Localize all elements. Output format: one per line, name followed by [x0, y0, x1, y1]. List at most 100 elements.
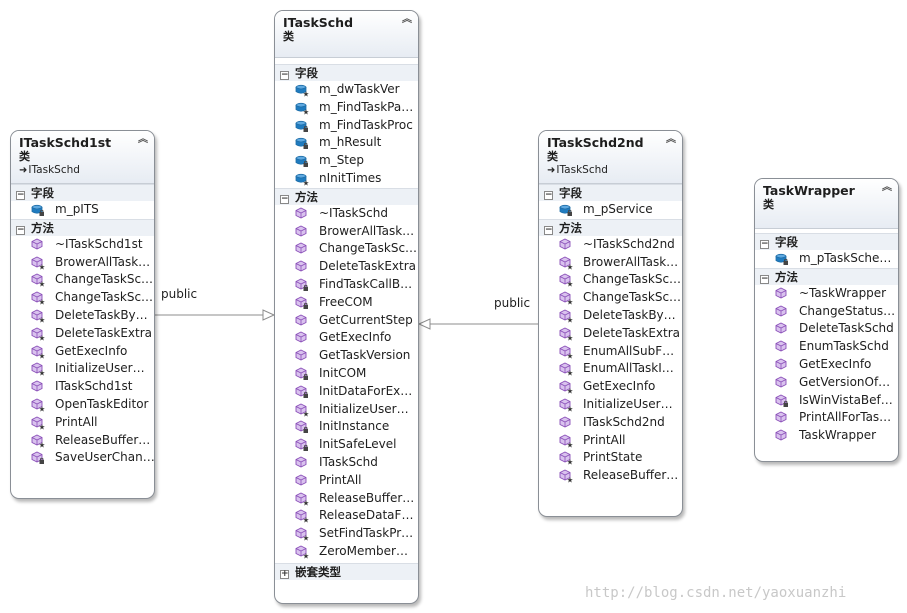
method-item[interactable]: InitializeUser… — [539, 396, 682, 414]
method-item[interactable]: FreeCOM — [275, 294, 418, 312]
method-item[interactable]: BrowerAllTask… — [275, 223, 418, 241]
collapse-icon[interactable]: ︽ — [882, 182, 892, 193]
section-header[interactable]: −字段 — [275, 64, 418, 81]
method-item[interactable]: InitInstance — [275, 418, 418, 436]
field-item[interactable]: m_pService — [539, 201, 682, 219]
section-header[interactable]: −字段 — [11, 184, 154, 201]
class-header[interactable]: ITaskSchd1st 类 ➜ITaskSchd ︽ — [11, 131, 154, 184]
collapse-section-icon[interactable]: − — [280, 193, 289, 204]
method-item[interactable]: InitSafeLevel — [275, 436, 418, 454]
class-header[interactable]: ITaskSchd2nd 类 ➜ITaskSchd ︽ — [539, 131, 682, 184]
method-item[interactable]: ~ITaskSchd — [275, 205, 418, 223]
member-name: ReleaseBuffer… — [319, 490, 415, 505]
collapse-section-icon[interactable]: − — [544, 190, 553, 200]
method-item[interactable]: PrintAll — [275, 472, 418, 490]
method-item[interactable]: ITaskSchd1st — [11, 378, 154, 396]
collapse-section-icon[interactable]: − — [16, 190, 25, 200]
section-header-nested-types[interactable]: +嵌套类型 — [275, 562, 418, 580]
method-item[interactable]: EnumAllSubF… — [539, 343, 682, 361]
method-item[interactable]: GetCurrentStep — [275, 312, 418, 330]
collapse-icon[interactable]: ︽ — [402, 14, 412, 25]
field-item[interactable]: nInitTimes — [275, 170, 418, 188]
method-icon — [295, 278, 308, 291]
field-item[interactable]: m_Step — [275, 152, 418, 170]
method-item[interactable]: ITaskSchd — [275, 454, 418, 472]
method-item[interactable]: ChangeTaskSc… — [539, 271, 682, 289]
method-item[interactable]: PrintAll — [11, 414, 154, 432]
method-item[interactable]: ~TaskWrapper — [755, 285, 898, 303]
field-item[interactable]: m_FindTaskProc — [275, 117, 418, 135]
field-item[interactable]: m_FindTaskPa… — [275, 99, 418, 117]
section-header[interactable]: −方法 — [275, 187, 418, 205]
method-item[interactable]: DeleteTaskExtra — [11, 325, 154, 343]
method-item[interactable]: FindTaskCallB… — [275, 276, 418, 294]
method-item[interactable]: SaveUserChan… — [11, 449, 154, 467]
method-item[interactable]: DeleteTaskBy… — [539, 307, 682, 325]
section-header[interactable]: −字段 — [755, 233, 898, 250]
field-item[interactable]: m_hResult — [275, 134, 418, 152]
method-item[interactable]: ~ITaskSchd1st — [11, 236, 154, 254]
method-icon — [559, 345, 573, 359]
method-item[interactable]: PrintAll — [539, 432, 682, 450]
member-name: ReleaseBuffer… — [583, 468, 679, 483]
class-header[interactable]: ITaskSchd 类 ︽ — [275, 11, 418, 58]
collapse-icon[interactable]: ︽ — [138, 134, 148, 145]
method-item[interactable]: EnumTaskSchd — [755, 338, 898, 356]
member-name: OpenTaskEditor — [55, 396, 149, 411]
method-item[interactable]: ZeroMember… — [275, 543, 418, 561]
method-item[interactable]: InitCOM — [275, 365, 418, 383]
method-item[interactable]: TaskWrapper — [755, 427, 898, 445]
expand-icon[interactable]: + — [280, 568, 289, 579]
method-item[interactable]: BrowerAllTask… — [11, 254, 154, 272]
method-item[interactable]: ReleaseBuffer… — [275, 490, 418, 508]
section-header[interactable]: −方法 — [11, 218, 154, 236]
method-item[interactable]: ChangeStatus… — [755, 303, 898, 321]
method-item[interactable]: SetFindTaskPr… — [275, 525, 418, 543]
method-item[interactable]: ChangeTaskSc… — [11, 271, 154, 289]
field-item[interactable]: m_pITS — [11, 201, 154, 219]
method-item[interactable]: InitializeUser… — [275, 401, 418, 419]
collapse-section-icon[interactable]: − — [16, 224, 25, 235]
method-item[interactable]: GetTaskVersion — [275, 347, 418, 365]
method-item[interactable]: ~ITaskSchd2nd — [539, 236, 682, 254]
method-item[interactable]: ReleaseDataF… — [275, 507, 418, 525]
class-header[interactable]: TaskWrapper 类 ︽ — [755, 179, 898, 229]
collapse-icon[interactable]: ︽ — [666, 134, 676, 145]
collapse-section-icon[interactable]: − — [280, 70, 289, 80]
method-item[interactable]: InitDataForEx… — [275, 383, 418, 401]
method-item[interactable]: InitializeUser… — [11, 360, 154, 378]
method-item[interactable]: DeleteTaskBy… — [11, 307, 154, 325]
method-item[interactable]: GetExecInfo — [11, 343, 154, 361]
field-item[interactable]: m_pTaskSche… — [755, 250, 898, 268]
method-item[interactable]: IsWinVistaBef… — [755, 392, 898, 410]
collapse-section-icon[interactable]: − — [544, 224, 553, 235]
section-header[interactable]: −方法 — [539, 218, 682, 236]
method-item[interactable]: GetVersionOf… — [755, 374, 898, 392]
method-item[interactable]: ReleaseBuffer… — [11, 432, 154, 450]
method-item[interactable]: DeleteTaskExtra — [275, 258, 418, 276]
method-item[interactable]: DeleteTaskExtra — [539, 325, 682, 343]
method-item[interactable]: ChangeTaskSc… — [539, 289, 682, 307]
method-item[interactable]: GetExecInfo — [275, 329, 418, 347]
method-item[interactable]: PrintAllForTas… — [755, 409, 898, 427]
section-header[interactable]: −字段 — [539, 184, 682, 201]
method-item[interactable]: DeleteTaskSchd — [755, 320, 898, 338]
method-item[interactable]: GetExecInfo — [539, 378, 682, 396]
method-item[interactable]: ITaskSchd2nd — [539, 414, 682, 432]
collapse-section-icon[interactable]: − — [760, 239, 769, 249]
collapse-section-icon[interactable]: − — [760, 273, 769, 284]
field-item[interactable]: m_dwTaskVer — [275, 81, 418, 99]
method-item[interactable]: OpenTaskEditor — [11, 396, 154, 414]
method-item[interactable]: GetExecInfo — [755, 356, 898, 374]
method-item[interactable]: EnumAllTaskI… — [539, 360, 682, 378]
method-item[interactable]: ChangeTaskSc… — [275, 240, 418, 258]
method-item[interactable]: PrintState — [539, 449, 682, 467]
method-item[interactable]: ReleaseBuffer… — [539, 467, 682, 485]
section-header[interactable]: −方法 — [755, 267, 898, 285]
method-item[interactable]: BrowerAllTask… — [539, 254, 682, 272]
method-item[interactable]: ChangeTaskSc… — [11, 289, 154, 307]
